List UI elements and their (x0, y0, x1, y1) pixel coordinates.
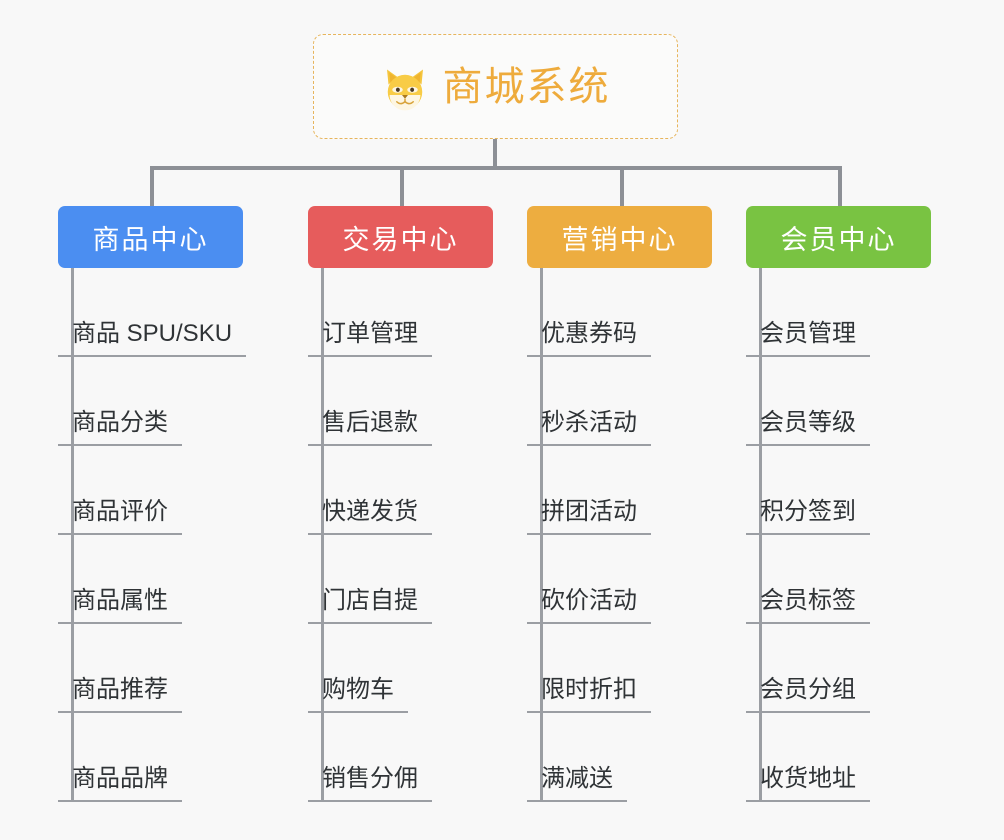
leaf-label: 优惠券码 (527, 320, 651, 357)
list-item[interactable]: 销售分佣 (308, 713, 432, 802)
leaf-label: 收货地址 (746, 765, 870, 802)
list-item[interactable]: 会员管理 (746, 268, 870, 357)
list-item[interactable]: 收货地址 (746, 713, 870, 802)
leaf-label: 会员等级 (746, 409, 870, 446)
list-item[interactable]: 优惠券码 (527, 268, 651, 357)
leaf-label: 商品品牌 (58, 765, 182, 802)
list-item[interactable]: 门店自提 (308, 535, 432, 624)
column-spine (71, 268, 74, 802)
leaf-label: 门店自提 (308, 587, 432, 624)
list-item[interactable]: 商品属性 (58, 535, 246, 624)
connector-stem (493, 139, 497, 169)
list-item[interactable]: 商品品牌 (58, 713, 246, 802)
leaf-label: 销售分佣 (308, 765, 432, 802)
category-header-product-center[interactable]: 商品中心 (58, 206, 243, 268)
leaf-list: 会员管理 会员等级 积分签到 会员标签 会员分组 收货地址 (746, 268, 870, 802)
list-item[interactable]: 砍价活动 (527, 535, 651, 624)
list-item[interactable]: 拼团活动 (527, 446, 651, 535)
category-label: 商品中心 (92, 224, 209, 255)
column-spine (321, 268, 324, 802)
list-item[interactable]: 积分签到 (746, 446, 870, 535)
leaf-label: 会员标签 (746, 587, 870, 624)
list-item[interactable]: 会员分组 (746, 624, 870, 713)
leaf-label: 会员管理 (746, 320, 870, 357)
leaf-label: 会员分组 (746, 676, 870, 713)
list-item[interactable]: 会员标签 (746, 535, 870, 624)
root-title: 商城系统 (442, 64, 611, 109)
leaf-label: 限时折扣 (527, 676, 651, 713)
leaf-label: 积分签到 (746, 498, 870, 535)
connector-drop-2 (400, 166, 404, 206)
leaf-label: 砍价活动 (527, 587, 651, 624)
list-item[interactable]: 购物车 (308, 624, 432, 713)
category-label: 会员中心 (780, 224, 897, 255)
leaf-label: 商品评价 (58, 498, 182, 535)
list-item[interactable]: 会员等级 (746, 357, 870, 446)
connector-bus (150, 166, 842, 170)
leaf-label: 订单管理 (308, 320, 432, 357)
list-item[interactable]: 订单管理 (308, 268, 432, 357)
category-header-marketing-center[interactable]: 营销中心 (527, 206, 712, 268)
connector-drop-4 (838, 166, 842, 206)
list-item[interactable]: 商品推荐 (58, 624, 246, 713)
leaf-label: 商品 SPU/SKU (58, 320, 247, 357)
category-label: 营销中心 (561, 224, 678, 255)
column-spine (759, 268, 762, 802)
list-item[interactable]: 售后退款 (308, 357, 432, 446)
leaf-label: 商品属性 (58, 587, 182, 624)
list-item[interactable]: 商品分类 (58, 357, 246, 446)
list-item[interactable]: 快递发货 (308, 446, 432, 535)
leaf-label: 售后退款 (308, 409, 432, 446)
shiba-dog-face-icon (381, 65, 429, 113)
leaf-label: 拼团活动 (527, 498, 651, 535)
leaf-list: 订单管理 售后退款 快递发货 门店自提 购物车 销售分佣 (308, 268, 432, 802)
leaf-label: 快递发货 (308, 498, 432, 535)
root-node[interactable]: 商城系统 (313, 34, 678, 139)
list-item[interactable]: 商品评价 (58, 446, 246, 535)
leaf-label: 购物车 (308, 676, 408, 713)
list-item[interactable]: 商品 SPU/SKU (58, 268, 247, 357)
list-item[interactable]: 满减送 (527, 713, 651, 802)
leaf-label: 商品分类 (58, 409, 182, 446)
column-spine (540, 268, 543, 802)
leaf-label: 商品推荐 (58, 676, 182, 713)
connector-drop-3 (620, 166, 624, 206)
leaf-label: 满减送 (527, 765, 627, 802)
category-header-member-center[interactable]: 会员中心 (746, 206, 931, 268)
connector-drop-1 (150, 166, 154, 206)
category-label: 交易中心 (342, 224, 459, 255)
leaf-label: 秒杀活动 (527, 409, 651, 446)
list-item[interactable]: 限时折扣 (527, 624, 651, 713)
leaf-list: 商品 SPU/SKU 商品分类 商品评价 商品属性 商品推荐 商品品牌 (58, 268, 247, 802)
list-item[interactable]: 秒杀活动 (527, 357, 651, 446)
leaf-list: 优惠券码 秒杀活动 拼团活动 砍价活动 限时折扣 满减送 (527, 268, 651, 802)
category-header-trade-center[interactable]: 交易中心 (308, 206, 493, 268)
